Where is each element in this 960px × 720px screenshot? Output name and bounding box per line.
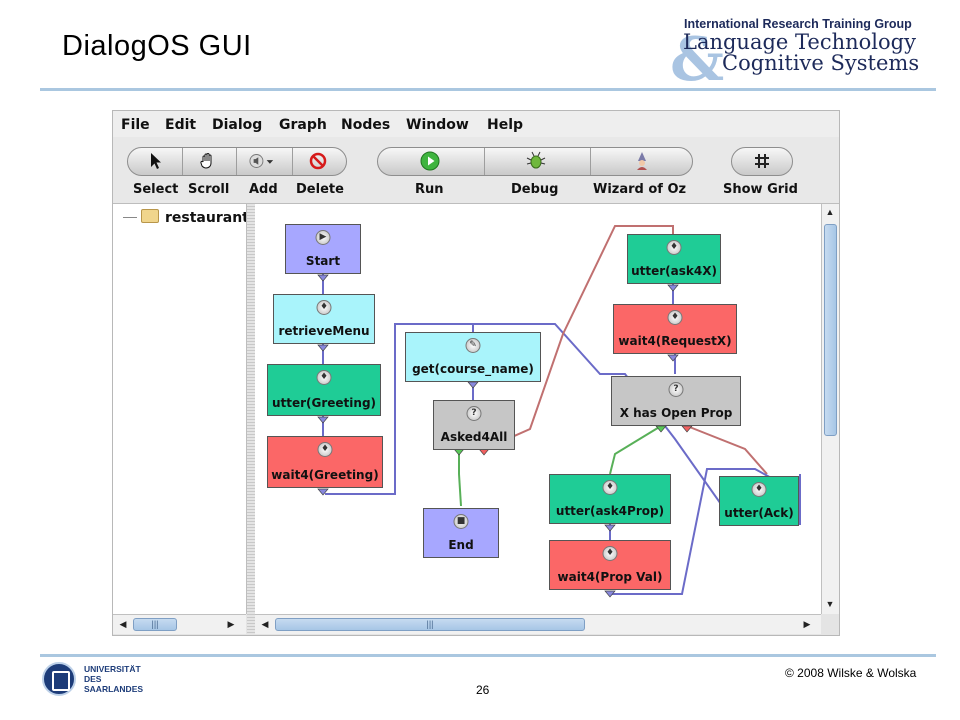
port-ask4x <box>667 284 679 292</box>
show-grid-button[interactable]: Show Grid <box>723 182 798 197</box>
microphone-icon: ♦ <box>602 480 618 495</box>
footer-divider <box>40 654 936 657</box>
node-utter-ask4prop[interactable]: ♦ utter(ask4Prop) <box>549 474 671 524</box>
microphone-icon: ♦ <box>751 482 767 497</box>
microphone-icon: ♦ <box>317 442 333 457</box>
logo-ampersand: & <box>670 25 725 95</box>
tree-scroll-thumb[interactable]: ||| <box>133 618 177 631</box>
menu-help[interactable]: Help <box>487 117 524 133</box>
dialogos-window: File Edit Dialog Graph Nodes Window Help <box>112 110 840 636</box>
hand-icon[interactable] <box>195 149 221 173</box>
page-number: 26 <box>476 683 490 697</box>
microphone-icon: ♦ <box>316 300 332 315</box>
scroll-left-icon[interactable]: ◀ <box>119 619 127 629</box>
scroll-up-icon[interactable]: ▲ <box>825 207 835 217</box>
microphone-icon: ♦ <box>602 546 618 561</box>
copyright: © 2008 Wilske & Wolska <box>785 666 917 680</box>
canvas-horizontal-scrollbar[interactable]: ◀ ||| ▶ <box>255 614 821 634</box>
wizard-of-oz-button[interactable]: Wizard of Oz <box>593 182 687 197</box>
toolbar: Select Scroll Add Delete Run Debug Wizar… <box>113 137 839 204</box>
folder-icon <box>141 209 159 223</box>
microphone-icon: ♦ <box>316 370 332 385</box>
speaker-dropdown-icon[interactable] <box>249 149 275 173</box>
menu-nodes[interactable]: Nodes <box>341 117 391 133</box>
logo-line-3: Cognitive Systems <box>722 51 920 75</box>
port-utter-greeting <box>317 416 329 424</box>
slide-title: DialogOS GUI <box>62 30 252 62</box>
node-retrieve-menu[interactable]: ♦ retrieveMenu <box>273 294 375 344</box>
stop-icon: ■ <box>453 514 469 529</box>
play-icon: ▶ <box>315 230 331 245</box>
node-utter-ack[interactable]: ♦ utter(Ack) <box>719 476 799 526</box>
menu-edit[interactable]: Edit <box>165 117 197 133</box>
node-get-course-name[interactable]: ✎ get(course_name) <box>405 332 541 382</box>
tree-connector <box>123 217 137 218</box>
microphone-icon: ♦ <box>667 310 683 325</box>
logo-line-2: Language Technology <box>683 30 916 54</box>
question-icon: ? <box>668 382 684 397</box>
menu-file[interactable]: File <box>121 117 150 133</box>
node-end[interactable]: ■ End <box>423 508 499 558</box>
vertical-scroll-thumb[interactable] <box>824 224 837 436</box>
delete-button[interactable]: Delete <box>296 182 344 197</box>
run-button[interactable]: Run <box>415 182 444 197</box>
node-start[interactable]: ▶ Start <box>285 224 361 274</box>
port-propval <box>604 590 616 598</box>
logo-line-1: International Research Training Group <box>684 17 912 31</box>
microphone-icon: ♦ <box>666 240 682 255</box>
menu-window[interactable]: Window <box>406 117 469 133</box>
edge-asked-end <box>458 449 462 507</box>
port-get-course <box>467 381 479 389</box>
node-wait-greeting[interactable]: ♦ wait4(Greeting) <box>267 436 383 488</box>
scroll-right-icon[interactable]: ▶ <box>803 619 811 629</box>
node-wait-propval[interactable]: ♦ wait4(Prop Val) <box>549 540 671 590</box>
tree-horizontal-scrollbar[interactable]: ◀ ||| ▶ <box>113 614 246 634</box>
debug-button[interactable]: Debug <box>511 182 559 197</box>
university-name: UNIVERSITÄT DES SAARLANDES <box>84 664 144 694</box>
port-requestx <box>667 354 679 362</box>
port-xhas-yes <box>655 425 667 433</box>
scroll-down-icon[interactable]: ▼ <box>825 599 835 609</box>
grid-tools-group <box>731 147 793 176</box>
scroll-left-icon[interactable]: ◀ <box>261 619 269 629</box>
question-icon: ? <box>466 406 482 421</box>
edge-xhas-ask4prop <box>609 425 662 475</box>
script-icon: ✎ <box>465 338 481 353</box>
header-divider <box>40 88 936 91</box>
port-wait-greeting <box>317 488 329 496</box>
university-seal-icon <box>42 662 76 696</box>
grid-icon[interactable] <box>749 149 775 173</box>
debug-bug-icon[interactable] <box>523 149 549 173</box>
scroll-right-icon[interactable]: ▶ <box>227 619 235 629</box>
port-xhas-no <box>681 425 693 433</box>
menu-bar: File Edit Dialog Graph Nodes Window Help <box>113 111 839 137</box>
edge-propval-loop <box>612 468 776 595</box>
port-start <box>317 274 329 282</box>
node-utter-greeting[interactable]: ♦ utter(Greeting) <box>267 364 381 416</box>
select-button[interactable]: Select <box>133 182 179 197</box>
tree-node-restaurant[interactable]: restaurant <box>165 210 247 226</box>
edge-asked-ask4x <box>484 225 674 450</box>
menu-graph[interactable]: Graph <box>279 117 327 133</box>
menu-dialog[interactable]: Dialog <box>212 117 263 133</box>
node-wait-requestx[interactable]: ♦ wait4(RequestX) <box>613 304 737 354</box>
cursor-arrow-icon[interactable] <box>143 149 169 173</box>
project-tree: restaurant <box>113 204 247 614</box>
edge-wait-get <box>325 323 474 495</box>
node-asked4all[interactable]: ? Asked4All <box>433 400 515 450</box>
port-retrieve <box>317 344 329 352</box>
port-ask4prop <box>604 524 616 532</box>
wizard-icon[interactable] <box>629 149 655 173</box>
add-button[interactable]: Add <box>249 182 278 197</box>
canvas-scroll-thumb[interactable]: ||| <box>275 618 585 631</box>
scroll-button[interactable]: Scroll <box>188 182 230 197</box>
vertical-scrollbar[interactable]: ▲ ▼ <box>821 204 839 614</box>
graph-canvas[interactable]: ▶ Start ♦ retrieveMenu ♦ utter(Greeting)… <box>255 204 821 614</box>
run-play-icon[interactable] <box>417 149 443 173</box>
delete-icon[interactable] <box>305 149 331 173</box>
node-x-has-open-prop[interactable]: ? X has Open Prop <box>611 376 741 426</box>
edge-xhas-ack <box>686 425 768 475</box>
node-utter-ask4x[interactable]: ♦ utter(ask4X) <box>627 234 721 284</box>
panel-splitter[interactable] <box>247 204 255 634</box>
